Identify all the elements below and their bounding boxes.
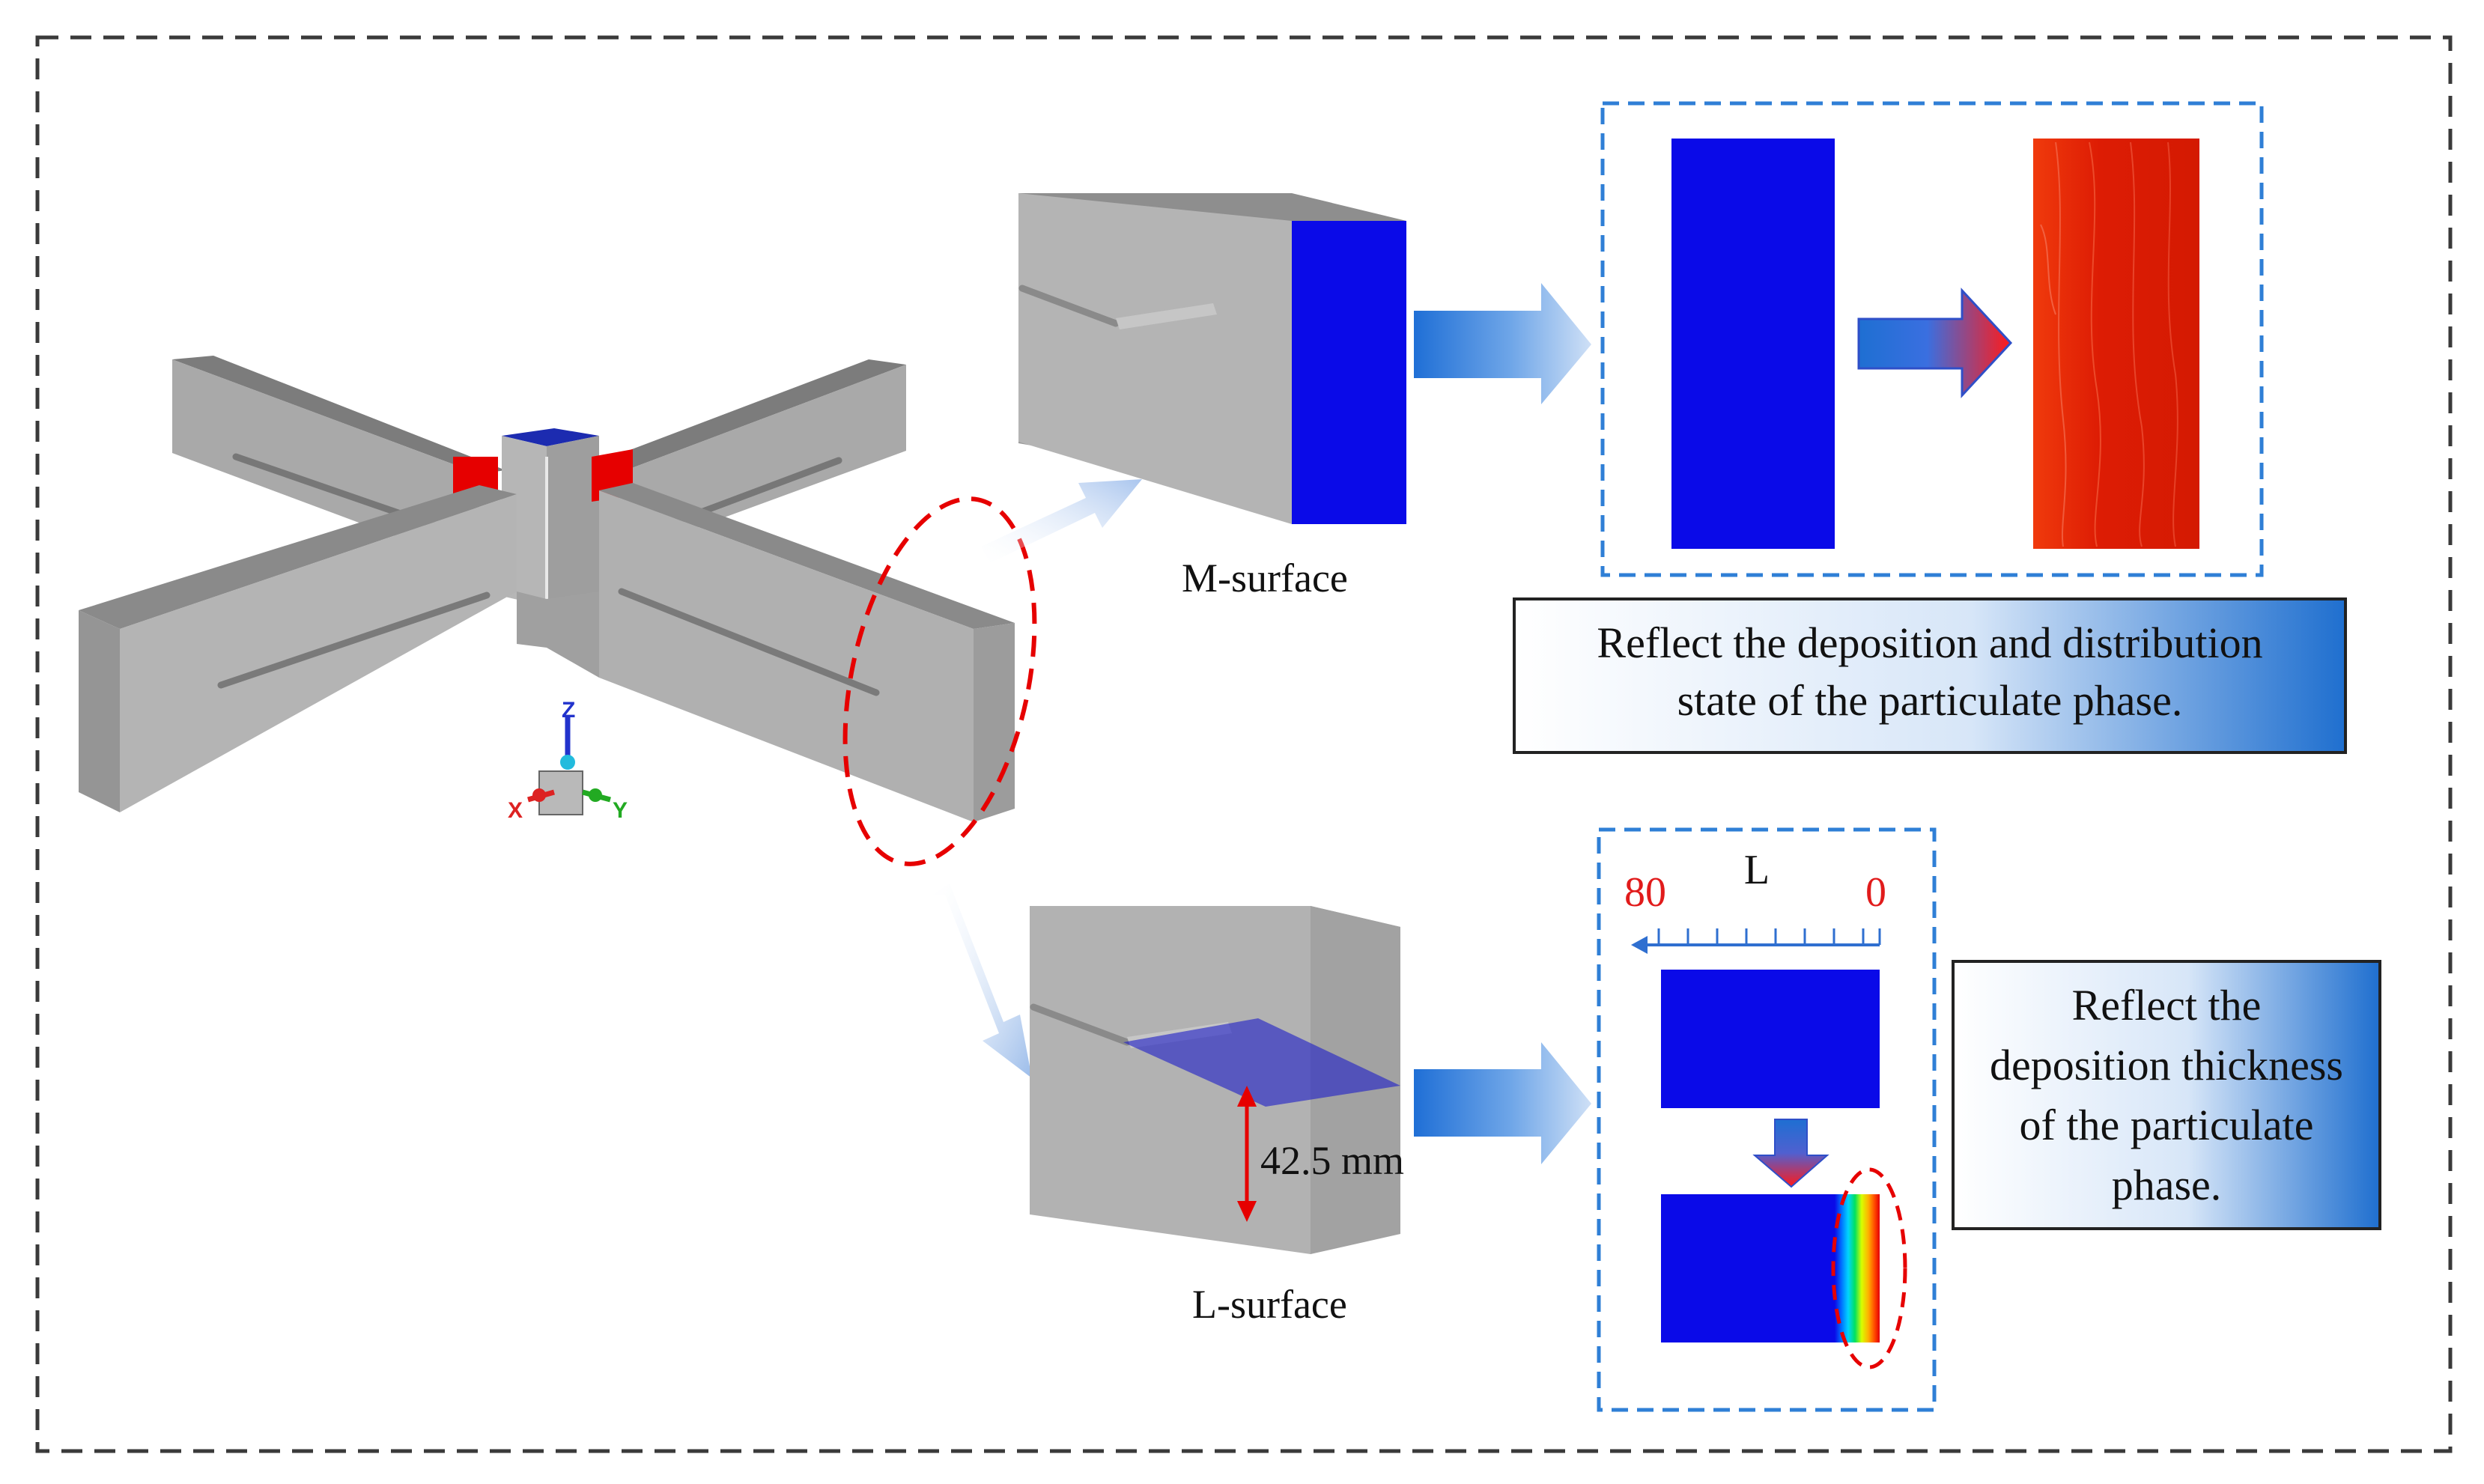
l-callout-line2: deposition thickness bbox=[1990, 1041, 2343, 1089]
m-deposited-field bbox=[2033, 139, 2199, 549]
z-axis-label: Z bbox=[562, 698, 575, 723]
m-initial-field bbox=[1671, 139, 1835, 549]
dimension-label: 42.5 mm bbox=[1260, 1138, 1404, 1183]
l-surface-plane bbox=[1123, 1018, 1400, 1107]
cross-model bbox=[79, 356, 1015, 822]
m-transition-arrow bbox=[1857, 288, 2013, 398]
outer-frame bbox=[35, 35, 2453, 1453]
m-surface-label: M-surface bbox=[1182, 556, 1348, 600]
m-surface-block bbox=[1018, 193, 1406, 524]
arrow-m-to-panel bbox=[1414, 283, 1591, 404]
m-callout-line1: Reflect the deposition and distribution bbox=[1597, 618, 2262, 667]
axis-triad: Z X Y bbox=[508, 698, 628, 823]
l-initial-field bbox=[1661, 970, 1880, 1108]
l-highlight-ellipse bbox=[1831, 1167, 1907, 1369]
l-surface-block bbox=[1030, 906, 1400, 1254]
dimension-arrow bbox=[1237, 1086, 1257, 1222]
arrow-l-to-panel bbox=[1414, 1042, 1591, 1164]
l-deposited-field bbox=[1661, 1194, 1880, 1342]
highlight-ellipse bbox=[842, 496, 1037, 866]
l-result-panel bbox=[1597, 827, 1937, 1412]
scale-letter: L bbox=[1744, 847, 1770, 893]
m-result-panel bbox=[1600, 101, 2264, 577]
m-callout-line2: state of the particulate phase. bbox=[1677, 676, 2183, 725]
l-callout-line3: of the particulate bbox=[2020, 1101, 2314, 1149]
l-surface-label: L-surface bbox=[1192, 1282, 1347, 1327]
arrow-to-m-surface bbox=[981, 479, 1142, 563]
scale-max-label: 80 bbox=[1624, 869, 1666, 916]
m-callout-box bbox=[1513, 597, 2347, 754]
scale-min-label: 0 bbox=[1865, 869, 1886, 916]
l-callout-line1: Reflect the bbox=[2072, 981, 2262, 1030]
l-callout-line4: phase. bbox=[2112, 1161, 2222, 1209]
y-axis-label: Y bbox=[613, 798, 628, 823]
arrow-to-l-surface bbox=[932, 884, 1032, 1078]
l-transition-arrow bbox=[1752, 1119, 1829, 1188]
scale-bar bbox=[1631, 928, 1881, 954]
l-callout-box bbox=[1952, 960, 2381, 1230]
x-axis-label: X bbox=[508, 798, 523, 823]
